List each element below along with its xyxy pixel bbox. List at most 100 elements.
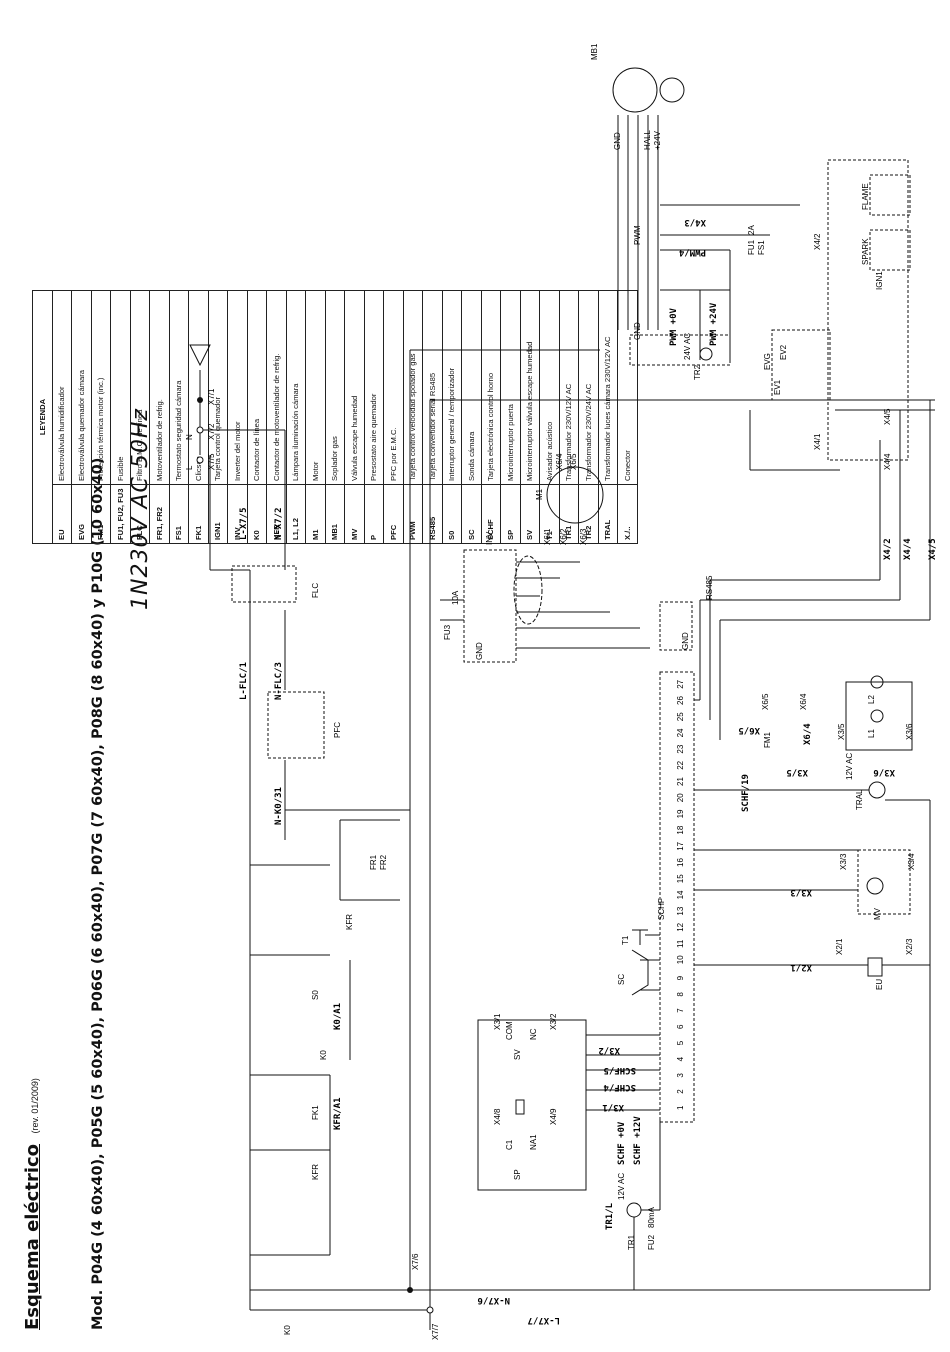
label-fu2: FU2	[647, 1234, 656, 1250]
wire-label-schf-5: SCHF/5	[603, 1065, 636, 1075]
tr1-transformer	[626, 1202, 642, 1218]
label-fu3-val: 10A	[451, 590, 460, 605]
label-eu: EU	[875, 979, 884, 990]
wire-label-tr1-l: TR1/L	[605, 1202, 615, 1230]
label-kfr-1: KFR	[345, 914, 354, 930]
label-gnd-pwm: GND	[633, 322, 642, 340]
label-k0-bottom: K0	[283, 1325, 292, 1335]
wire-label-n-x7-6: N-X7/6	[477, 1295, 510, 1305]
label-ev2: EV2	[779, 344, 788, 360]
label-fs1: FS1	[757, 240, 766, 255]
label-fu2-val: 80mA	[647, 1206, 656, 1228]
schf-terminal: 20	[676, 793, 685, 802]
wire-label-x3-2: X3/2	[598, 1045, 620, 1055]
label-ign1: IGN1	[875, 271, 884, 290]
label-t1: T1	[621, 935, 630, 945]
label-l1: L1	[867, 729, 876, 738]
label-x4-1: X4/1	[813, 433, 822, 450]
label-l: L	[185, 465, 194, 470]
label-x6-1: X6/1	[543, 528, 552, 545]
label-x4-5: X4/5	[883, 408, 892, 425]
schf-terminal: 17	[676, 841, 685, 850]
label-pwm: PWM	[633, 225, 642, 245]
schf-terminal: 16	[676, 858, 685, 867]
label-tral-val: 12V AC	[845, 753, 854, 780]
label-fu1: FU1	[747, 239, 756, 255]
schf-terminal: 9	[676, 975, 685, 980]
wire-label-n-flc-3: N-FLC/3	[274, 662, 284, 700]
label-x6-3: X6/3	[579, 528, 588, 545]
label-x2-1: X2/1	[835, 938, 844, 955]
wire-label-x4-5: X4/5	[928, 538, 938, 560]
label-fk1: FK1	[311, 1105, 320, 1120]
wire-label-x4-3: X4/3	[684, 217, 706, 227]
wire-label-schf-0v: SCHF +0V	[617, 1121, 627, 1165]
t1-buzzer	[632, 929, 648, 945]
schf-terminal: 25	[676, 712, 685, 721]
label-m1: M1	[535, 488, 544, 500]
wire-label-l-flc-1: L-FLC/1	[239, 662, 249, 700]
schf-terminal: 6	[676, 1024, 685, 1029]
wire-label-n-k0-31: N-K0/31	[274, 787, 284, 825]
tr2-transformer	[699, 347, 713, 361]
wire-label-x3-5: X3/5	[786, 767, 808, 777]
label-com: COM	[505, 1021, 514, 1040]
earth-symbol	[189, 344, 211, 367]
rs485-box	[659, 601, 693, 651]
schf-terminal: 19	[676, 809, 685, 818]
label-n: N	[185, 434, 194, 440]
label-x3-1: X3/1	[493, 1013, 502, 1030]
wire-label-x3-3: X3/3	[790, 887, 812, 897]
wire-label-x3-1: X3/1	[602, 1102, 624, 1112]
label-fr2: FR2	[379, 854, 388, 870]
label-pfc: PFC	[333, 722, 342, 738]
wire-label-k0-a1: K0/A1	[333, 1003, 343, 1030]
label-flame: FLAME	[861, 183, 870, 210]
label-x7-6: X7/6	[411, 1253, 420, 1270]
label-schf: SCHF	[657, 898, 666, 920]
l2-lamp	[870, 675, 884, 689]
wire-label-x3-6: X3/6	[873, 767, 895, 777]
label-evg: EVG	[763, 353, 772, 370]
schf-terminal: 4	[676, 1056, 685, 1061]
schf-terminal: 5	[676, 1040, 685, 1045]
tral-transformer	[868, 781, 886, 799]
label-c1: C1	[505, 1139, 514, 1150]
wire-label-kfr-a1: KFR/A1	[333, 1097, 343, 1130]
label-k0: K0	[319, 1050, 328, 1060]
schf-terminal: 1	[676, 1105, 685, 1110]
label-gnd-rs485: GND	[681, 632, 690, 650]
mv-motor	[866, 877, 884, 895]
wire-label-schf-12v: SCHF +12V	[633, 1116, 643, 1165]
ign1-board	[827, 159, 909, 461]
wire-label-x6-4: X6/4	[803, 723, 813, 745]
label-x4-2: X4/2	[813, 233, 822, 250]
wire-label-x4-4: X4/4	[903, 538, 913, 560]
label-fu1-val: 2A	[747, 225, 756, 235]
l1-lamp	[870, 709, 884, 723]
label-x3-6: X3/6	[905, 723, 914, 740]
wire-label-l-x7-5: L-X7/5	[239, 507, 249, 540]
schf-terminal: 13	[676, 906, 685, 915]
p-pressure-switch	[515, 1099, 525, 1115]
schf-terminal: 15	[676, 874, 685, 883]
schf-terminal: 14	[676, 890, 685, 899]
label-nc: NC	[529, 1028, 538, 1040]
eu-valve	[867, 957, 883, 977]
schf-board	[659, 671, 695, 1123]
label-tr2: TR2	[693, 364, 702, 380]
schf-terminal: 7	[676, 1008, 685, 1013]
wire-label-schf-19: SCHF/19	[741, 774, 751, 812]
mv-box	[857, 849, 911, 915]
evg-box	[771, 329, 831, 401]
wire-label-pwm-24v: PWM +24V	[709, 302, 719, 346]
sc-probe	[631, 949, 649, 996]
label-l2: L2	[867, 695, 876, 704]
label-mv: MV	[873, 907, 882, 920]
wire-label-n-x7-2: N-X7/2	[274, 507, 284, 540]
label-x3-4: X3/4	[907, 853, 916, 870]
label-x4-9: X4/9	[549, 1108, 558, 1125]
schf-terminal: 27	[676, 679, 685, 688]
mb1-motor	[612, 67, 658, 113]
